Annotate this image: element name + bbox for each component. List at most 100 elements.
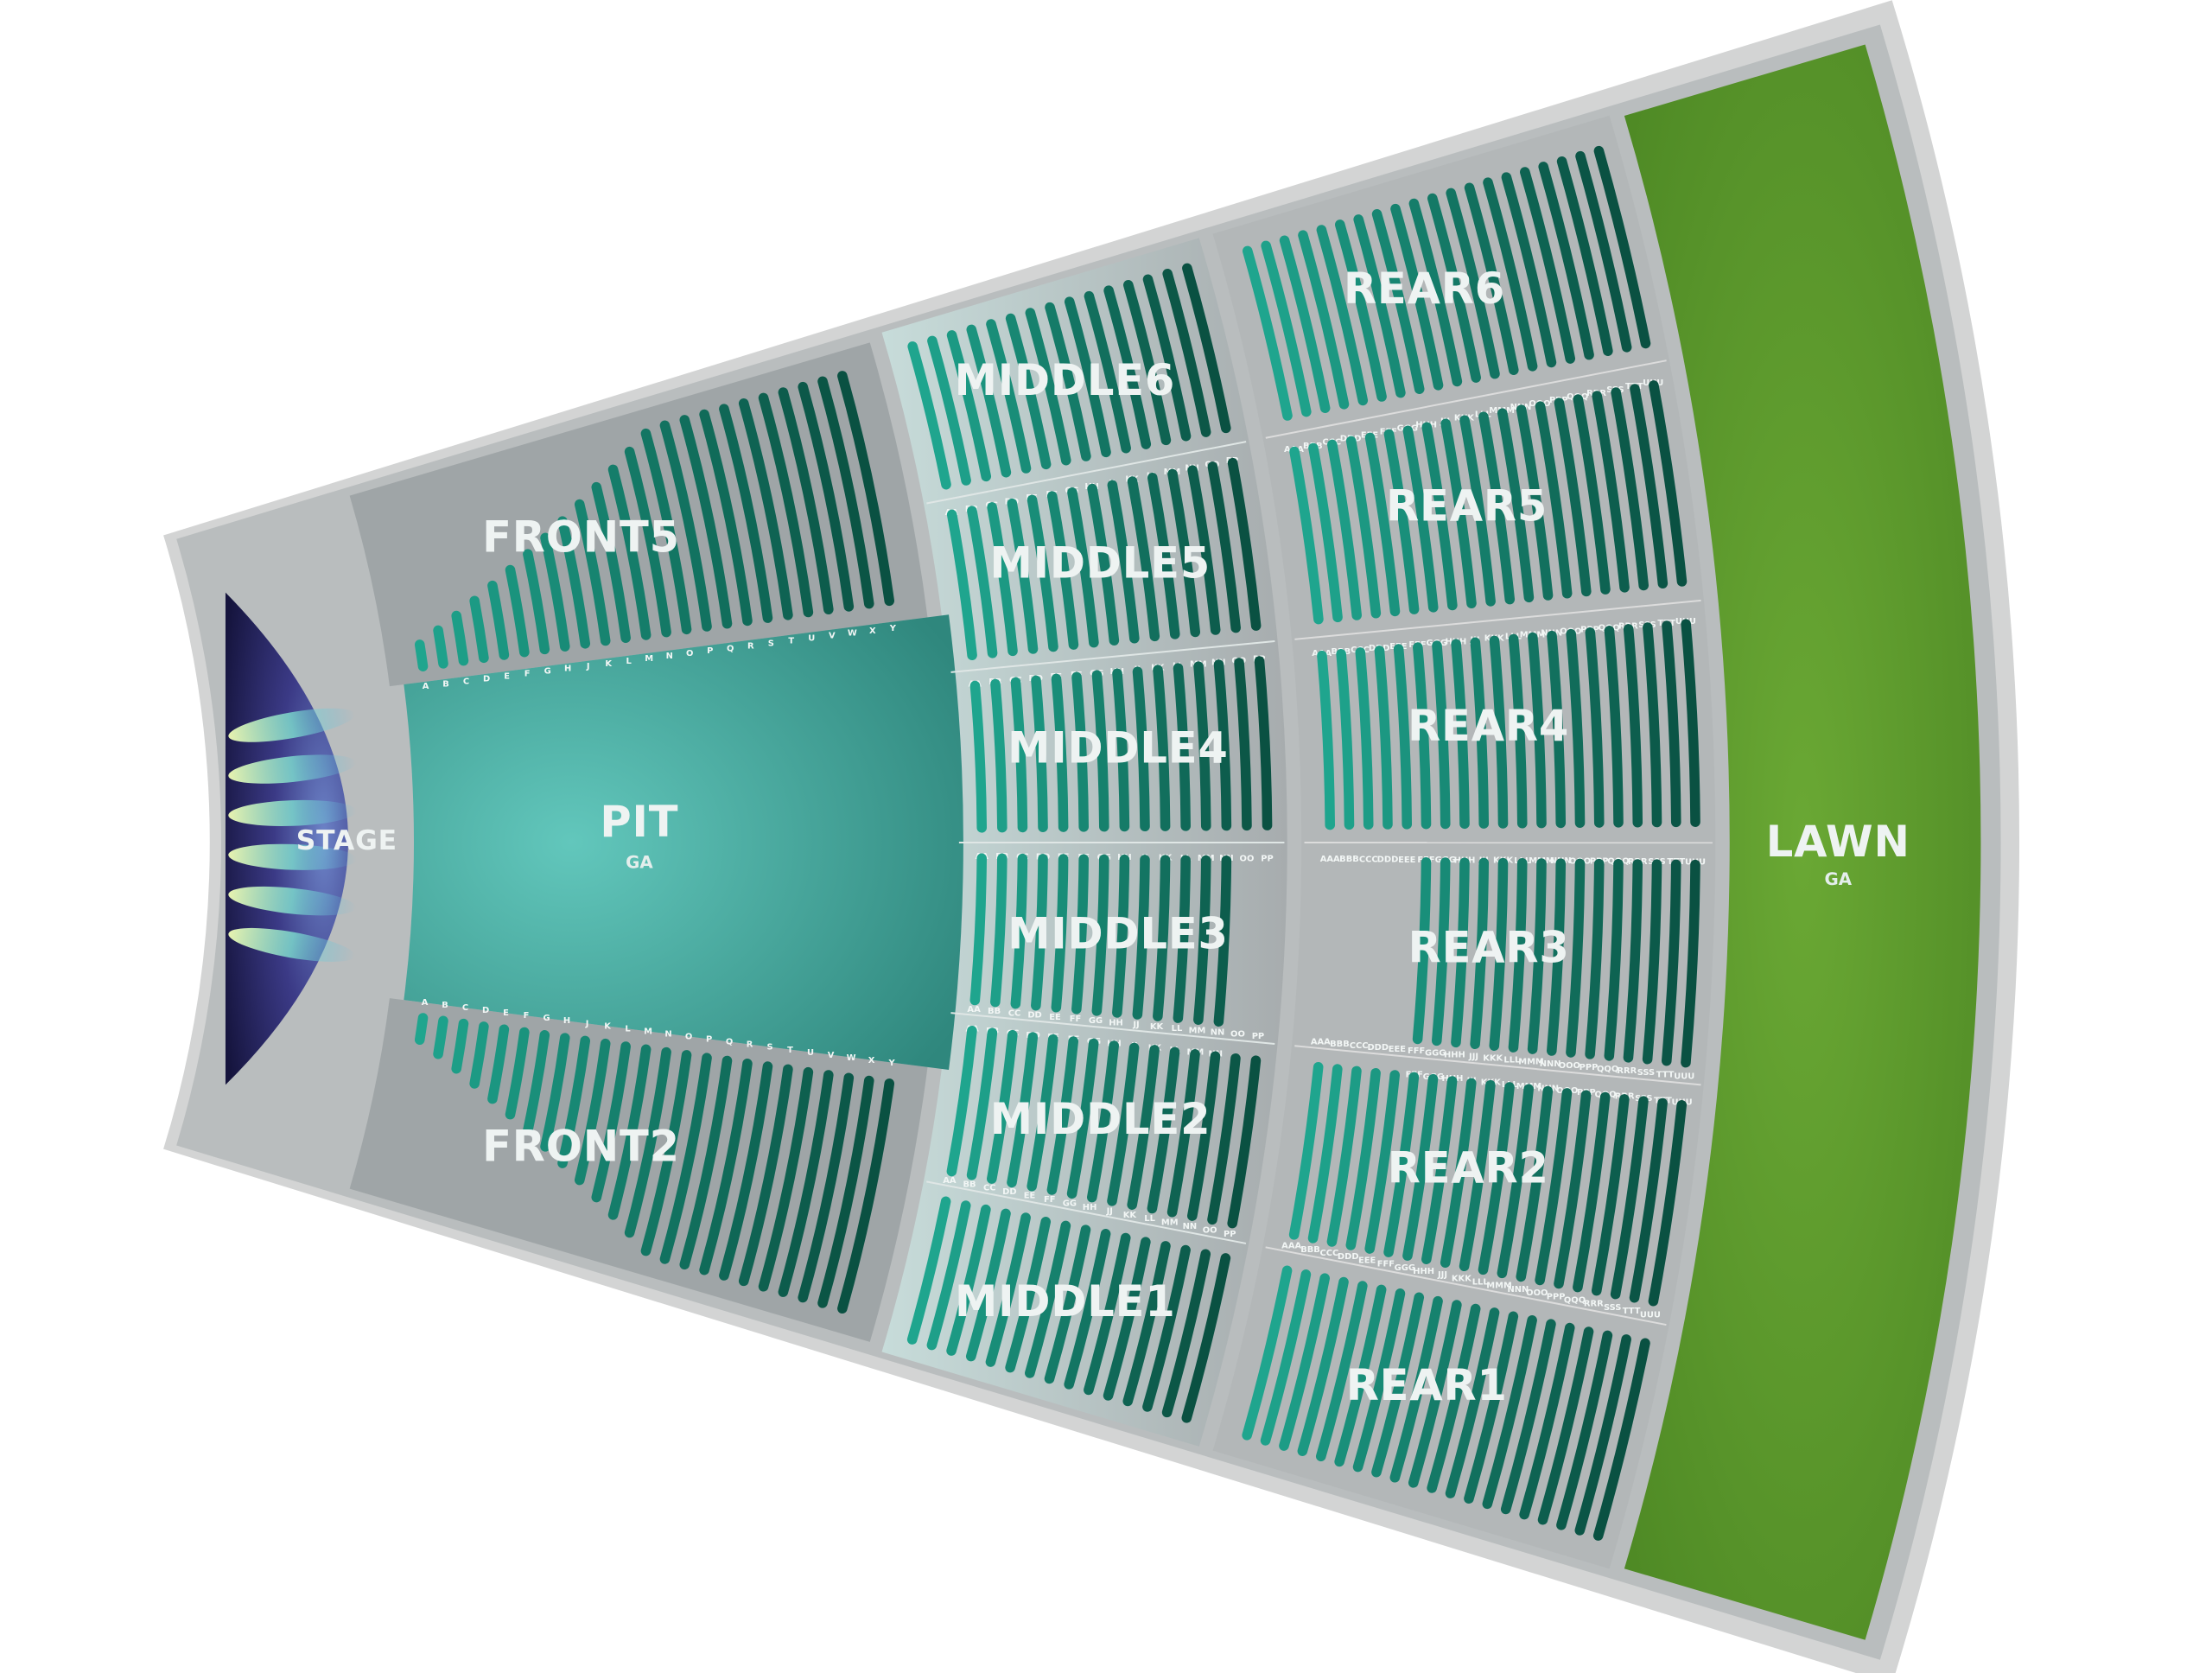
seat-row-DDD[interactable] [1345,1067,1381,1250]
seat-row-CC[interactable] [987,502,1018,657]
seat-row-BBB[interactable] [1261,240,1312,417]
seat-row-MM[interactable] [1193,661,1211,831]
seat-row-EEE[interactable] [1364,432,1401,617]
seat-row-EE[interactable] [1051,673,1069,832]
seat-row-DDD[interactable] [1298,230,1350,410]
seat-row-PPP[interactable] [1554,398,1592,597]
seat-row-OO[interactable] [1207,461,1241,633]
seat-row-HHH[interactable] [1451,639,1470,830]
seat-row-JJ[interactable] [1132,855,1150,1020]
seat-row-SSS[interactable] [1611,387,1649,591]
seat-row-JJ[interactable] [1132,666,1150,832]
seat-row-OOO[interactable] [1566,628,1586,829]
seat-row-S[interactable] [719,1061,773,1281]
seat-row-UUU[interactable] [1649,380,1688,587]
seat-row-U[interactable] [758,1066,814,1292]
seat-row-KK[interactable] [1153,665,1171,831]
seat-row-LLL[interactable] [1427,1303,1481,1493]
seat-row-O[interactable] [640,428,692,635]
seat-row-PP[interactable] [1182,263,1231,434]
seat-row-NNN[interactable] [1516,404,1554,601]
seat-row-KK[interactable] [1127,1045,1160,1210]
seat-row-PP[interactable] [1254,656,1273,830]
seat-row-PPP[interactable] [1554,1090,1592,1289]
seat-row-TTT[interactable] [1662,859,1681,1066]
seat-row-RRR[interactable] [1538,162,1594,360]
seat-row-AAA[interactable] [1242,1265,1293,1441]
seat-row-OOO[interactable] [1483,177,1538,372]
seat-row-FF[interactable] [1071,671,1089,832]
seat-row-JJJ[interactable] [1389,1295,1443,1483]
seat-row-A[interactable] [414,639,429,671]
seat-row-CCC[interactable] [1327,439,1362,620]
seat-row-KK[interactable] [1153,855,1171,1021]
seat-row-DDD[interactable] [1345,436,1382,619]
seat-row-Y[interactable] [837,371,895,607]
seat-row-GG[interactable] [1067,487,1099,648]
seat-row-L[interactable] [591,481,631,643]
seat-row-EEE[interactable] [1393,644,1413,830]
seat-row-LLL[interactable] [1478,1082,1515,1275]
seat-row-MM[interactable] [1166,1049,1200,1218]
seat-row-HHH[interactable] [1371,1292,1425,1478]
seat-row-CCC[interactable] [1279,235,1331,413]
seat-row-RRR[interactable] [1623,624,1643,828]
seat-row-FFF[interactable] [1412,857,1432,1045]
seat-row-OO[interactable] [1207,1053,1241,1225]
seat-row-Q[interactable] [679,1055,733,1270]
seat-row-X[interactable] [817,1075,874,1308]
seat-row-R[interactable] [699,1059,753,1275]
seat-row-EE[interactable] [1027,494,1058,652]
seat-row-BBB[interactable] [1260,1269,1312,1446]
seat-row-FFF[interactable] [1334,219,1387,402]
seat-row-SSS[interactable] [1556,1330,1613,1530]
seat-row-K[interactable] [574,1038,611,1186]
seat-row-LLL[interactable] [1508,858,1528,1053]
seat-row-CCC[interactable] [1355,647,1374,830]
seat-row-MMM[interactable] [1527,858,1547,1054]
seat-row-LLL[interactable] [1508,633,1528,829]
seat-row-AAA[interactable] [1242,245,1293,421]
seat-row-JJ[interactable] [1064,296,1111,458]
seat-row-FFF[interactable] [1413,642,1432,830]
seat-row-KKK[interactable] [1408,1300,1462,1488]
seat-row-LL[interactable] [1147,472,1180,639]
seat-row-OO[interactable] [1162,269,1211,437]
seat-row-NN[interactable] [1187,1051,1221,1221]
seat-row-FF[interactable] [1046,1036,1079,1195]
seat-row-EEE[interactable] [1316,225,1369,406]
seat-row-PP[interactable] [1227,1055,1262,1229]
seat-row-BBB[interactable] [1307,1064,1343,1244]
seat-row-TTT[interactable] [1574,1334,1631,1536]
seat-row-CC[interactable] [1010,853,1028,1009]
seat-row-LL[interactable] [1173,663,1191,831]
seat-row-D[interactable] [469,595,489,664]
seat-row-MMM[interactable] [1497,408,1535,603]
seat-row-CC[interactable] [986,1029,1018,1184]
seat-row-AA[interactable] [907,341,951,490]
seat-row-N[interactable] [624,1046,671,1238]
seat-row-DD[interactable] [966,324,1012,478]
seat-row-PPP[interactable] [1585,627,1605,828]
lawn-area[interactable] [1624,44,1981,1640]
seat-row-MMM[interactable] [1497,1084,1534,1279]
seat-row-S[interactable] [719,404,773,623]
seat-row-J[interactable] [557,516,591,649]
seat-row-GG[interactable] [1025,308,1071,466]
seat-row-HH[interactable] [1112,668,1130,832]
seat-row-NNN[interactable] [1516,1085,1554,1282]
seat-row-EE[interactable] [1027,1034,1058,1192]
seat-row-AA[interactable] [946,1026,977,1177]
seat-row-DD[interactable] [1007,1032,1039,1188]
seat-row-OO[interactable] [1234,658,1252,831]
seat-row-HH[interactable] [1112,854,1130,1018]
seat-row-UUU[interactable] [1681,859,1700,1068]
seat-row-NN[interactable] [1142,274,1192,442]
seat-row-TTT[interactable] [1662,620,1681,828]
seat-row-G[interactable] [523,1030,550,1135]
